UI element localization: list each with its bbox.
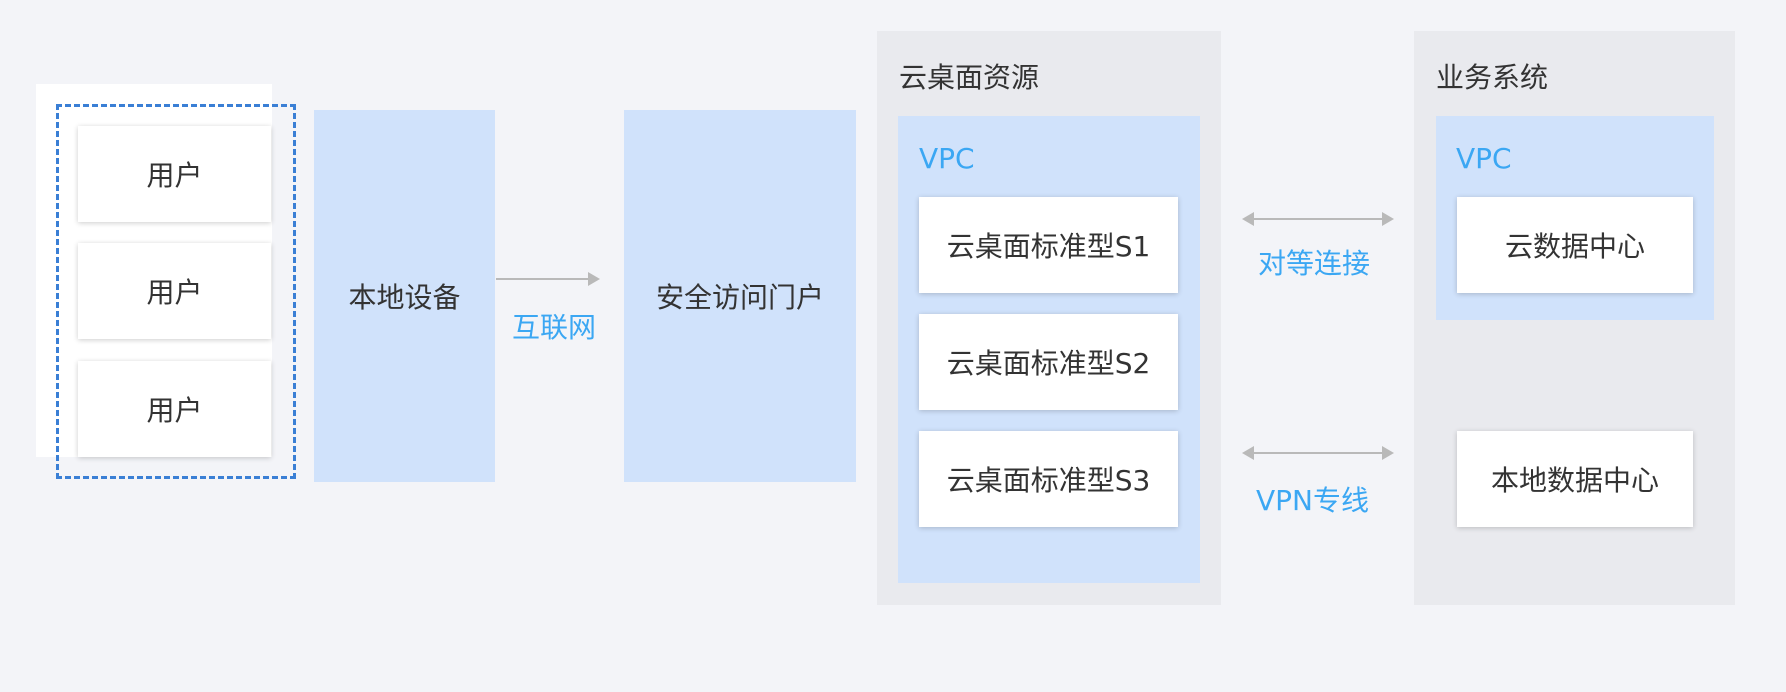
internet-label: 互联网 (512, 311, 597, 344)
business-system-title: 业务系统 (1436, 61, 1549, 94)
user-card: 用户 (78, 243, 271, 339)
local-device-label: 本地设备 (348, 281, 461, 314)
local-data-center: 本地数据中心 (1457, 431, 1693, 527)
vpn-label: VPN专线 (1256, 484, 1369, 517)
user-card: 用户 (78, 126, 271, 222)
business-vpc-label: VPC (1456, 142, 1512, 175)
peering-label: 对等连接 (1258, 247, 1371, 280)
cloud-desktop-vpc-label: VPC (919, 142, 975, 175)
cloud-desktop-title: 云桌面资源 (899, 61, 1040, 94)
cloud-desktop-s3: 云桌面标准型S3 (919, 431, 1178, 527)
user-card: 用户 (78, 361, 271, 457)
cloud-data-center: 云数据中心 (1457, 197, 1693, 293)
peering-arrow (1242, 212, 1394, 226)
vpn-arrow (1242, 446, 1394, 460)
users-selection-border (56, 104, 296, 479)
security-portal-label: 安全访问门户 (655, 281, 824, 314)
cloud-desktop-s2: 云桌面标准型S2 (919, 314, 1178, 410)
local-device-box: 本地设备 (314, 110, 495, 482)
cloud-desktop-s1: 云桌面标准型S1 (919, 197, 1178, 293)
internet-arrow (496, 272, 600, 286)
security-portal-box: 安全访问门户 (624, 110, 856, 482)
